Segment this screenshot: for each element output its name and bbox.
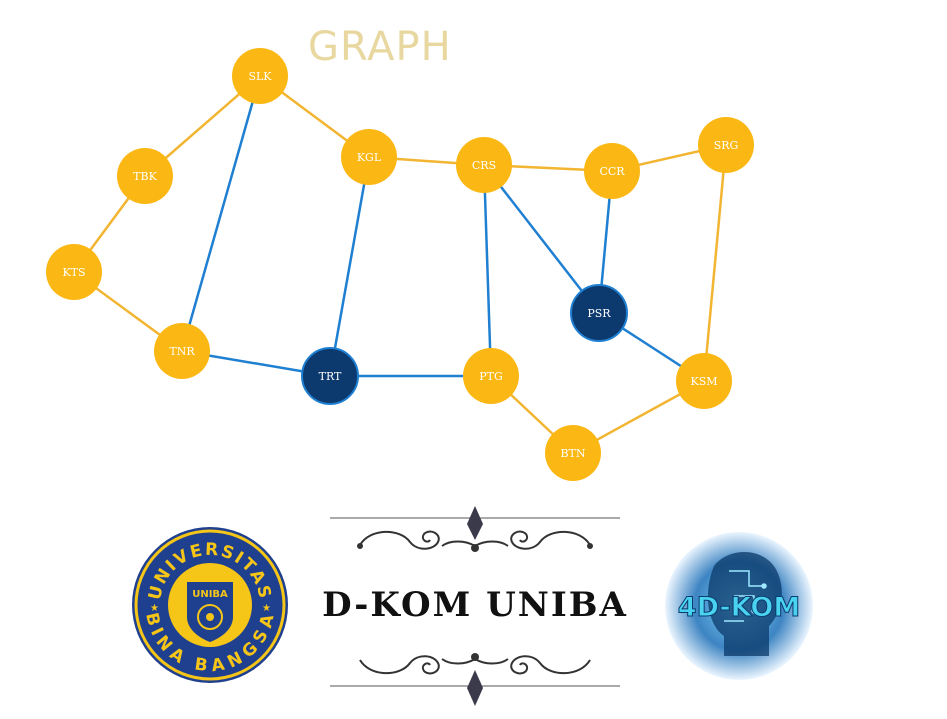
node-circle xyxy=(570,284,628,342)
node-crs: CRS xyxy=(456,137,512,193)
dkom-logo: 4D-KOM xyxy=(665,532,813,680)
node-kgl: KGL xyxy=(341,129,397,185)
edge-kgl-trt xyxy=(328,156,371,377)
node-circle xyxy=(46,244,102,300)
edge-srg-ksm xyxy=(702,144,728,382)
node-circle xyxy=(301,347,359,405)
node-circle xyxy=(341,129,397,185)
node-circle xyxy=(463,348,519,404)
uniba-shield-text: UNIBA xyxy=(192,589,228,600)
node-label: PSR xyxy=(587,307,611,320)
node-psr: PSR xyxy=(570,284,628,342)
node-tnr: TNR xyxy=(154,323,210,379)
node-label: KTS xyxy=(62,266,85,279)
node-circle xyxy=(698,117,754,173)
node-label: TBK xyxy=(133,170,157,183)
dkom-logo-text: 4D-KOM xyxy=(678,592,800,623)
graph-diagram: SLK TBK KGL CRS CCR SRG KTS PSR TNR TRT PTG KSM BTN xyxy=(46,48,754,481)
node-label: SRG xyxy=(714,139,739,152)
node-trt: TRT xyxy=(301,347,359,405)
node-label: PTG xyxy=(479,370,503,383)
svg-text:★: ★ xyxy=(150,603,159,614)
node-slk: SLK xyxy=(232,48,288,104)
graph-title: GRAPH xyxy=(308,24,452,70)
edge-crs-ptg xyxy=(482,164,493,377)
node-circle xyxy=(456,137,512,193)
node-circle xyxy=(232,48,288,104)
svg-text:★: ★ xyxy=(262,603,271,614)
node-kts: KTS xyxy=(46,244,102,300)
ornament-top xyxy=(330,506,620,552)
edges-layer xyxy=(72,74,728,455)
node-label: KSM xyxy=(690,375,717,388)
node-label: CCR xyxy=(599,165,625,178)
uniba-logo: UNIVERSITAS BINA BANGSA UNIBA ★ ★ xyxy=(132,527,288,683)
node-srg: SRG xyxy=(698,117,754,173)
node-ptg: PTG xyxy=(463,348,519,404)
brand-title: D-KOM UNIBA xyxy=(322,585,628,625)
edge-slk-tnr xyxy=(180,75,262,352)
node-circle xyxy=(584,143,640,199)
nodes-layer: SLK TBK KGL CRS CCR SRG KTS PSR TNR TRT PTG KSM BTN xyxy=(46,48,754,481)
node-label: TRT xyxy=(319,370,342,383)
edge-crs-psr xyxy=(483,164,600,314)
node-btn: BTN xyxy=(545,425,601,481)
node-label: KGL xyxy=(357,151,382,164)
node-tbk: TBK xyxy=(117,148,173,204)
node-circle xyxy=(676,353,732,409)
node-circle xyxy=(545,425,601,481)
ornament-bottom xyxy=(330,653,620,706)
node-ccr: CCR xyxy=(584,143,640,199)
node-ksm: KSM xyxy=(676,353,732,409)
node-circle xyxy=(117,148,173,204)
node-label: SLK xyxy=(248,70,272,83)
node-circle xyxy=(154,323,210,379)
node-label: CRS xyxy=(472,159,496,172)
node-label: BTN xyxy=(560,447,585,460)
node-label: TNR xyxy=(169,345,195,358)
